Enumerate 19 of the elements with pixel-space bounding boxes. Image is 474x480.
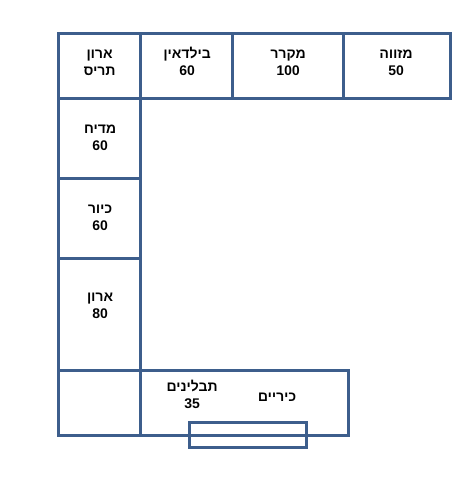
cabinet-label: מקרר 100 [269,45,307,79]
cabinet-box [57,257,142,372]
cabinet-box [57,32,142,100]
cabinet-label: בילדאין 60 [162,45,212,79]
cabinet-label: כיור 60 [86,200,114,234]
cabinet-label: כיריים [256,388,298,405]
cabinet-box [342,32,452,100]
cabinet-box [57,97,142,180]
cabinet-label: תבלינים 35 [165,378,219,412]
empty-cabinet-box [57,369,142,437]
cabinet-box [57,177,142,260]
cabinet-box [139,32,234,100]
cabinet-label: מדיח 60 [82,120,118,154]
cabinet-box [231,32,345,100]
cabinet-label: ארון 80 [86,288,114,322]
cabinet-label: ארון תריס [82,45,116,79]
cabinet-box [139,369,350,437]
cabinet-label: מזווה 50 [378,45,414,79]
empty-cabinet-box [188,421,308,449]
